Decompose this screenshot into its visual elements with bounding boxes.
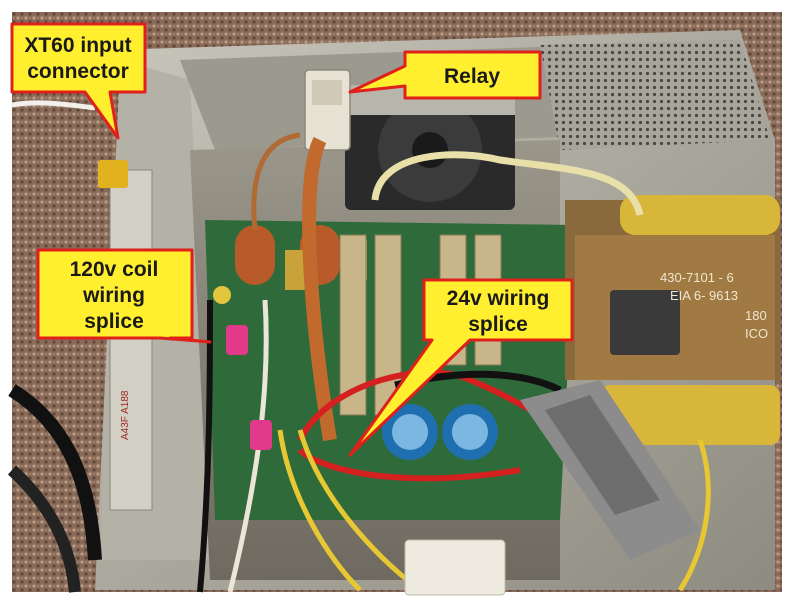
transformer-text-4: ICO [745, 326, 768, 341]
pink-splice-1 [226, 325, 248, 355]
external-black-cable-2 [7, 465, 81, 593]
toroid-inductor-1 [235, 225, 275, 285]
callout-24v-splice-line2: splice [468, 313, 528, 336]
chassis-mark: A43F A188 [120, 390, 131, 440]
molex-connector [404, 539, 506, 596]
callout-coil-splice-line3: splice [84, 310, 144, 333]
pink-splice-2 [250, 420, 272, 450]
electrolytic-cap-2-top [452, 414, 488, 450]
transformer-text-1: 430-7101 - 6 [660, 270, 734, 285]
external-black-cable [8, 384, 102, 561]
relay-coil [312, 80, 342, 105]
capacitor-disc [213, 286, 231, 304]
callout-24v-splice-line1: 24v wiring [447, 287, 550, 310]
perforated-vent [540, 40, 770, 150]
xt60-connector [98, 160, 128, 188]
callout-coil-splice-line2: wiring [82, 284, 145, 307]
transformer-coil-bottom [600, 385, 780, 445]
callout-24v-splice: 24v wiring splice [348, 278, 574, 457]
transformer-text-2: EIA 6- 9613 [670, 288, 738, 303]
transformer-text-3: 180 [745, 308, 767, 323]
callout-relay-bubble [348, 50, 542, 100]
copper-wire-bundle [302, 136, 337, 442]
callout-relay: Relay [348, 50, 542, 100]
callout-xt60-line1: XT60 input [24, 34, 131, 57]
anderson-connector-face [545, 395, 660, 515]
external-white-cable [11, 100, 96, 111]
yellow-wire-loop [371, 151, 644, 216]
callout-xt60-bubble [10, 22, 147, 140]
callout-coil-splice-bubble [36, 248, 212, 344]
brown-wire [251, 132, 301, 231]
callout-24v-splice-bubble [348, 278, 574, 457]
callout-xt60: XT60 input connector [10, 22, 147, 140]
electrolytic-cap-1-top [392, 414, 428, 450]
black-internal-wire [197, 299, 213, 593]
callout-xt60-line2: connector [27, 60, 129, 83]
yellow-wire-3 [677, 439, 711, 592]
transformer-coil-top [620, 195, 780, 235]
callout-coil-splice-line1: 120v coil [70, 258, 159, 281]
callout-relay-line1: Relay [444, 65, 500, 88]
transformer-dark-sticker [610, 290, 680, 355]
yellow-wire-1 [277, 429, 362, 592]
capacitor-yellow-1 [285, 250, 307, 290]
chassis-left-panel [109, 169, 153, 511]
callout-coil-splice: 120v coil wiring splice [36, 248, 212, 344]
heatsink-2 [374, 234, 402, 416]
